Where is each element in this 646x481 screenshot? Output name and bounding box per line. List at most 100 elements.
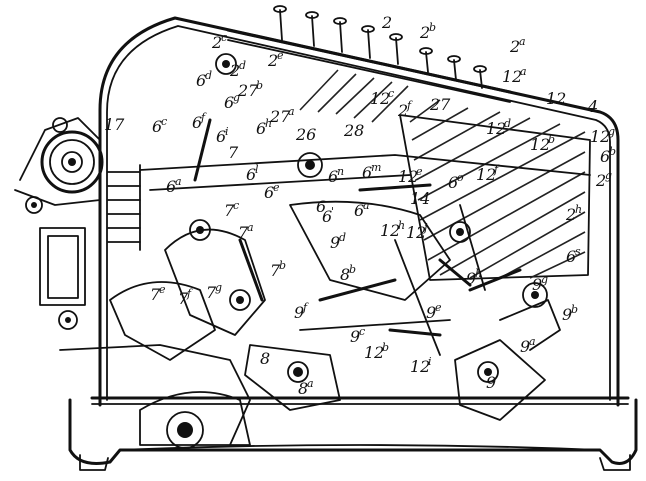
label-12b2: 12 <box>530 135 550 154</box>
label-12f: 12 <box>476 165 496 184</box>
label-9h-superscript: h <box>475 267 482 280</box>
label-2a: 2 <box>509 37 520 56</box>
typebar-keys <box>226 5 512 103</box>
label-6a: 6 <box>166 177 176 196</box>
label-6g: 6 <box>224 93 234 112</box>
label-2g-superscript: g <box>605 169 612 182</box>
label-6f-superscript: f <box>200 111 207 124</box>
label-12j: 12 <box>410 357 430 376</box>
label-9a-superscript: a <box>529 335 536 348</box>
label-9h: 9 <box>466 269 476 288</box>
label-8: 8 <box>260 349 270 368</box>
label-9g-superscript: g <box>541 273 548 286</box>
label-12h: 12 <box>380 221 400 240</box>
central-linkages <box>59 53 591 449</box>
label-6a-superscript: a <box>175 175 182 188</box>
label-6i: 6 <box>216 127 226 146</box>
label-6a2-superscript: a <box>363 199 370 212</box>
label-7a: 7 <box>238 223 249 242</box>
label-12i-superscript: j <box>421 221 428 234</box>
label-12j-superscript: i <box>428 355 432 368</box>
label-6l: 6 <box>246 165 256 184</box>
label-9d: 9 <box>330 233 340 252</box>
label-6m-superscript: m <box>371 161 381 174</box>
label-6n: 6 <box>328 167 338 186</box>
label-12b-superscript: b <box>382 341 389 354</box>
label-6: 6 <box>316 197 326 216</box>
label-2b: 2 <box>419 23 430 42</box>
label-2d: 2 <box>229 61 240 80</box>
label-27: 27 <box>429 95 451 114</box>
label-2c-superscript: c <box>221 31 227 44</box>
label-12: 12 <box>546 89 566 108</box>
label-2f-superscript: f <box>406 99 413 112</box>
label-6p-superscript: ' <box>331 205 334 218</box>
label-12c-superscript: c <box>388 87 394 100</box>
label-6e-superscript: e <box>273 181 280 194</box>
label-6b: 6 <box>600 147 610 166</box>
left-roller-assembly <box>14 117 141 330</box>
label-2d-superscript: d <box>239 59 246 72</box>
label-2c: 2 <box>211 33 222 52</box>
label-12e: 12 <box>398 167 418 186</box>
label-2g: 2 <box>595 171 606 190</box>
label-9c: 9 <box>350 327 360 346</box>
label-2h: 2 <box>565 205 576 224</box>
label-2e-superscript: e <box>277 49 284 62</box>
label-6s: 6 <box>566 247 576 266</box>
label-7e-superscript: e <box>159 283 166 296</box>
label-14: 14 <box>410 189 430 208</box>
label-9e-superscript: e <box>435 301 442 314</box>
label-6o-superscript: o <box>457 171 464 184</box>
label-6n-superscript: n <box>337 165 344 178</box>
label-12a: 12 <box>502 67 522 86</box>
label-27b: 27 <box>237 81 259 100</box>
machine-casing <box>68 16 638 471</box>
label-9a: 9 <box>520 337 530 356</box>
label-8b: 8 <box>340 265 350 284</box>
label-7c-superscript: c <box>233 199 239 212</box>
label-8a-superscript: a <box>307 377 314 390</box>
label-9c-superscript: c <box>359 325 365 338</box>
label-9d-superscript: d <box>339 231 346 244</box>
label-9g: 9 <box>532 275 542 294</box>
label-7c: 7 <box>224 201 235 220</box>
label-6h: 6 <box>256 119 266 138</box>
label-6p: 6 <box>322 207 332 226</box>
label-12b2-superscript: b <box>548 133 555 146</box>
label-26: 26 <box>295 125 316 144</box>
label-6s-superscript: s <box>575 245 581 258</box>
label-4: 4 <box>587 97 598 116</box>
label-6c-superscript: c <box>161 115 167 128</box>
label-12c: 12 <box>370 89 390 108</box>
label-6a2: 6 <box>354 201 364 220</box>
hatched-segment <box>299 69 591 281</box>
label-7g: 7 <box>206 283 217 302</box>
label-12i: 12 <box>406 223 426 242</box>
label-6f: 6 <box>192 113 202 132</box>
label-6b-superscript: b <box>609 145 616 158</box>
label-27a-superscript: a <box>288 105 295 118</box>
label-6g-superscript: g <box>233 91 240 104</box>
label-27a: 27 <box>269 107 291 126</box>
label-17: 17 <box>104 115 125 134</box>
label-6h-superscript: h <box>265 117 272 130</box>
label-12g-superscript: g <box>608 125 615 138</box>
label-6i-superscript: i <box>225 125 229 138</box>
label-9e: 9 <box>426 303 436 322</box>
label-2: 2 <box>381 13 392 32</box>
label-6e: 6 <box>264 183 274 202</box>
label-6d: 6 <box>196 71 206 90</box>
label-7g-superscript: g <box>215 281 222 294</box>
label-6l-superscript: l <box>255 163 259 176</box>
label-12e-superscript: e <box>416 165 423 178</box>
label-9f: 9 <box>294 303 304 322</box>
label-7b-superscript: b <box>279 259 286 272</box>
label-6m: 6 <box>362 163 372 182</box>
label-7: 7 <box>228 143 239 162</box>
label-7f-superscript: f <box>186 287 193 300</box>
label-6o: 6 <box>448 173 458 192</box>
label-12g: 12 <box>590 127 610 146</box>
